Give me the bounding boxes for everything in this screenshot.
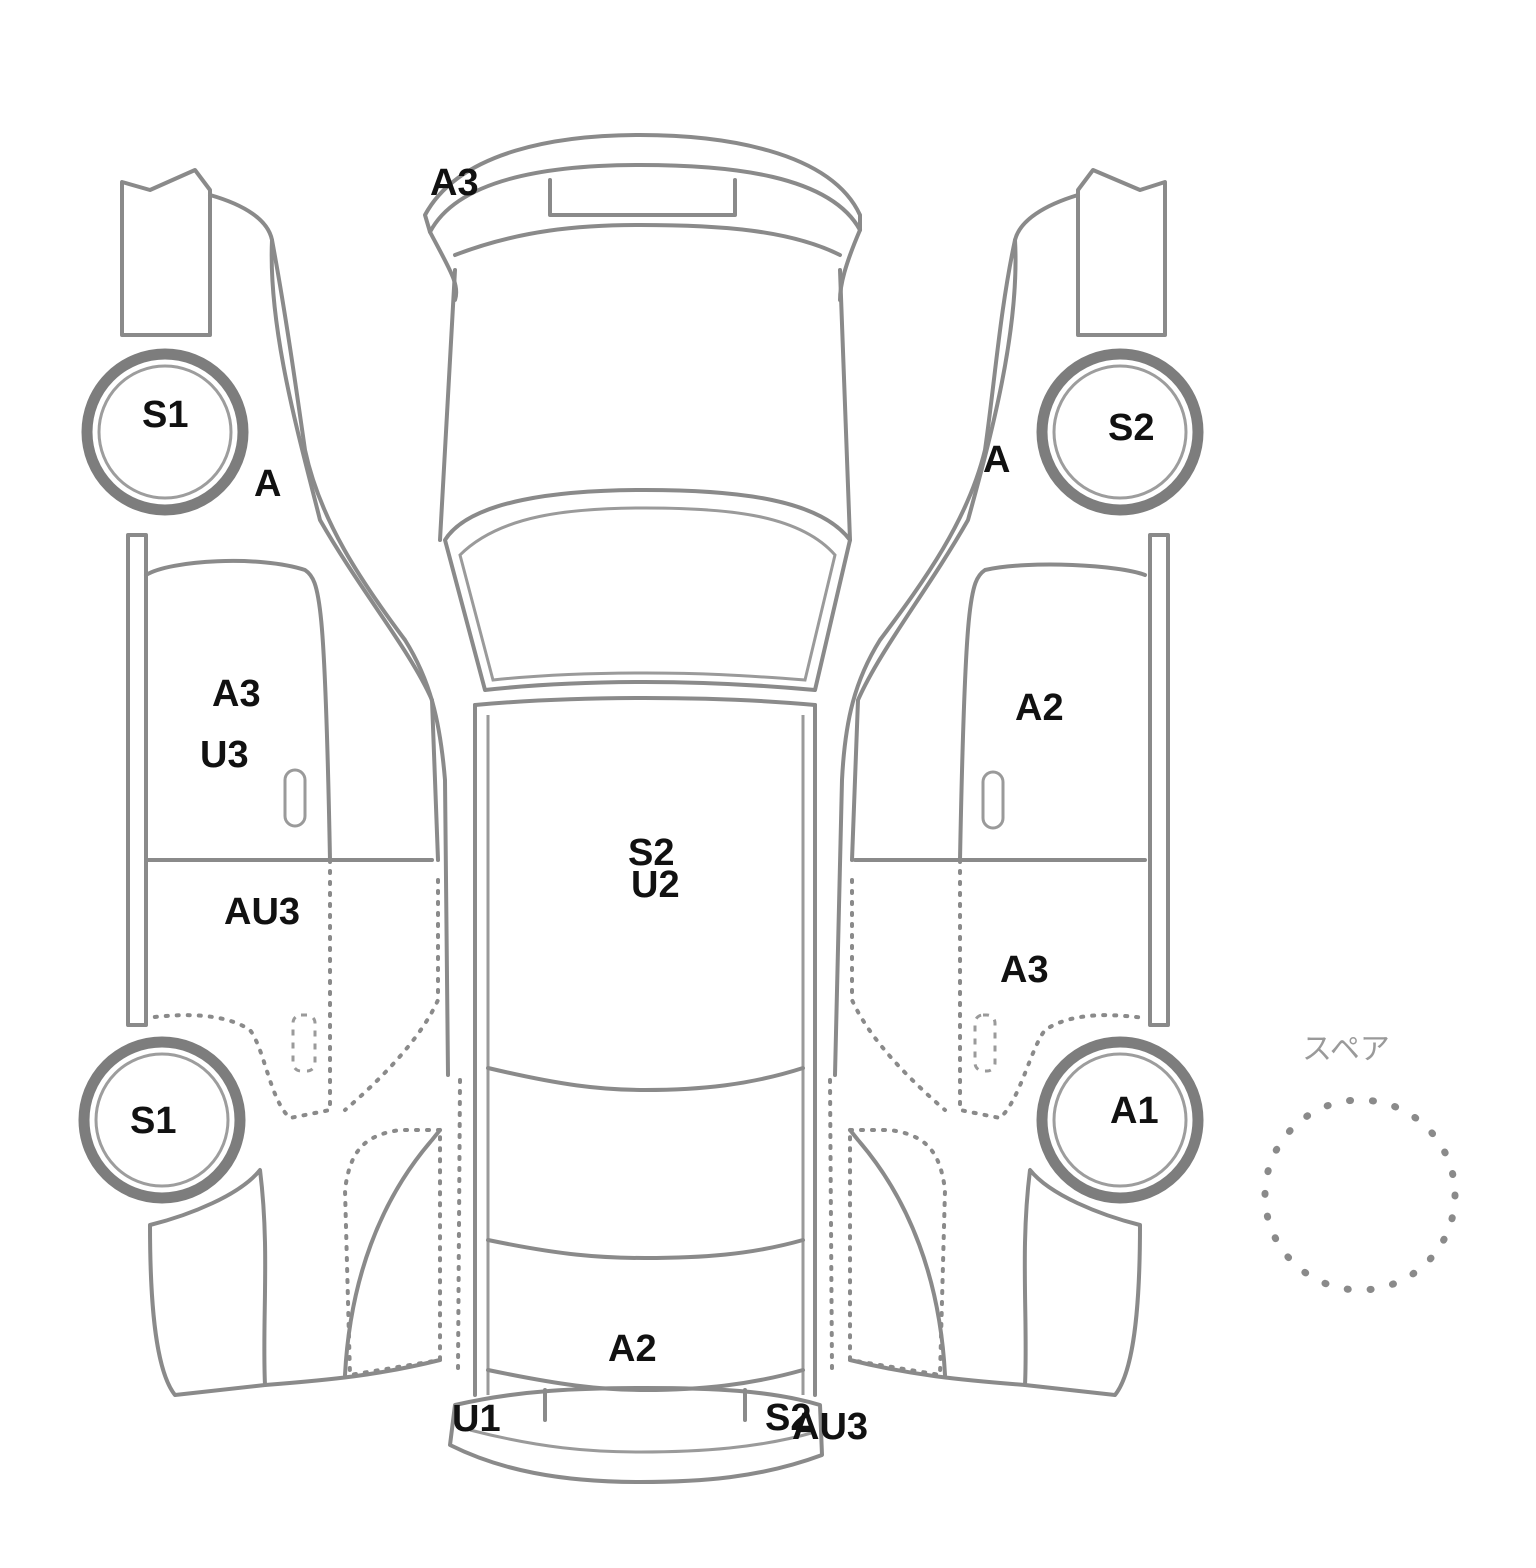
mark-left-front-door-a: A3 bbox=[212, 673, 261, 715]
top-front-grille bbox=[548, 178, 737, 217]
mark-rear-bumper-right-au: AU3 bbox=[792, 1406, 869, 1448]
left-rear-tire-shape bbox=[78, 1036, 246, 1204]
left-fender-line bbox=[208, 193, 450, 1077]
top-rear-bumper-dividers bbox=[543, 1388, 747, 1422]
right-door-handle bbox=[981, 770, 1005, 830]
right-fender-line bbox=[833, 193, 1080, 1077]
mark-rear-bumper-right-s: S2 bbox=[765, 1397, 812, 1439]
mark-right-rear-door: A3 bbox=[1000, 949, 1049, 991]
top-rear-window-top bbox=[486, 1066, 805, 1092]
right-pillar-line bbox=[850, 238, 1018, 862]
mark-trunk: A2 bbox=[608, 1328, 657, 1370]
top-rear-bumper-outer bbox=[448, 1386, 824, 1484]
left-door-handle bbox=[283, 768, 307, 828]
left-front-bumper-outline bbox=[120, 168, 212, 337]
left-front-tire-shape bbox=[81, 348, 249, 516]
right-side-sill bbox=[1148, 533, 1170, 1027]
spare-tire-dotted-circle bbox=[1261, 1096, 1459, 1294]
mark-rear-bumper-left: U1 bbox=[452, 1398, 501, 1440]
left-rear-edge-dotted bbox=[456, 1078, 462, 1372]
right-c-pillar-line bbox=[848, 1128, 947, 1377]
right-rear-quarter-dotted bbox=[850, 878, 947, 1112]
left-rear-door-dotted bbox=[144, 858, 332, 1121]
top-windshield-inner bbox=[458, 506, 837, 682]
left-rear-lower-line bbox=[263, 1358, 442, 1387]
left-front-door bbox=[144, 558, 332, 862]
right-side-view bbox=[828, 168, 1204, 1397]
mark-left-rear-door: AU3 bbox=[224, 891, 301, 933]
top-hood-sides bbox=[438, 268, 852, 542]
left-pillar-line bbox=[269, 238, 440, 862]
right-front-rim bbox=[1052, 364, 1188, 500]
top-body-inner-sides bbox=[486, 715, 805, 1395]
mark-right-front-door: A2 bbox=[1015, 687, 1064, 729]
mark-left-front-door-u: U3 bbox=[200, 734, 249, 776]
top-view bbox=[423, 133, 862, 1484]
left-rear-bumper-outline bbox=[148, 1168, 268, 1397]
top-bumper-inner-line bbox=[453, 223, 842, 257]
left-side-sill bbox=[126, 533, 148, 1027]
mark-left-rear-tire: S1 bbox=[130, 1100, 177, 1142]
right-front-tire-shape bbox=[1036, 348, 1204, 516]
left-c-pillar-line bbox=[343, 1128, 442, 1377]
right-rear-edge-dotted bbox=[828, 1078, 834, 1372]
top-front-bumper-outer bbox=[423, 133, 862, 234]
left-rear-door-handle bbox=[291, 1013, 317, 1073]
top-trunk-line bbox=[486, 1238, 805, 1260]
right-rear-door-dotted bbox=[958, 858, 1147, 1121]
spare-tire-label: スペア bbox=[1302, 1032, 1390, 1067]
right-rear-bumper-outline bbox=[1022, 1168, 1142, 1397]
mark-left-front-tire: S1 bbox=[142, 394, 189, 436]
right-rear-window-dotted bbox=[848, 1128, 948, 1378]
right-rear-lower-line bbox=[848, 1358, 1027, 1387]
left-side-view bbox=[78, 168, 462, 1397]
left-front-rim bbox=[97, 364, 233, 500]
mark-front-bumper: A3 bbox=[430, 162, 479, 204]
right-rear-rim bbox=[1052, 1052, 1188, 1188]
right-front-bumper-outline bbox=[1076, 168, 1167, 337]
left-rear-rim bbox=[94, 1052, 230, 1188]
left-rear-quarter-dotted bbox=[343, 878, 440, 1112]
mark-left-front-fender: A bbox=[254, 463, 282, 505]
mark-roof-u: U2 bbox=[631, 864, 680, 906]
mark-right-front-tire: S2 bbox=[1108, 407, 1155, 449]
mark-roof-s: S2 bbox=[628, 832, 675, 874]
top-rear-bumper-inner bbox=[469, 1428, 816, 1454]
mark-right-rear-tire: A1 bbox=[1110, 1090, 1159, 1132]
right-rear-tire-shape bbox=[1036, 1036, 1204, 1204]
top-body-outer-sides bbox=[473, 703, 817, 1397]
mark-right-front-fender: A bbox=[983, 439, 1011, 481]
right-front-door bbox=[958, 562, 1147, 862]
top-roof-front-edge bbox=[473, 696, 817, 707]
right-rear-door-handle bbox=[973, 1013, 997, 1073]
top-windshield-outer bbox=[443, 488, 852, 692]
left-rear-window-dotted bbox=[342, 1128, 442, 1378]
